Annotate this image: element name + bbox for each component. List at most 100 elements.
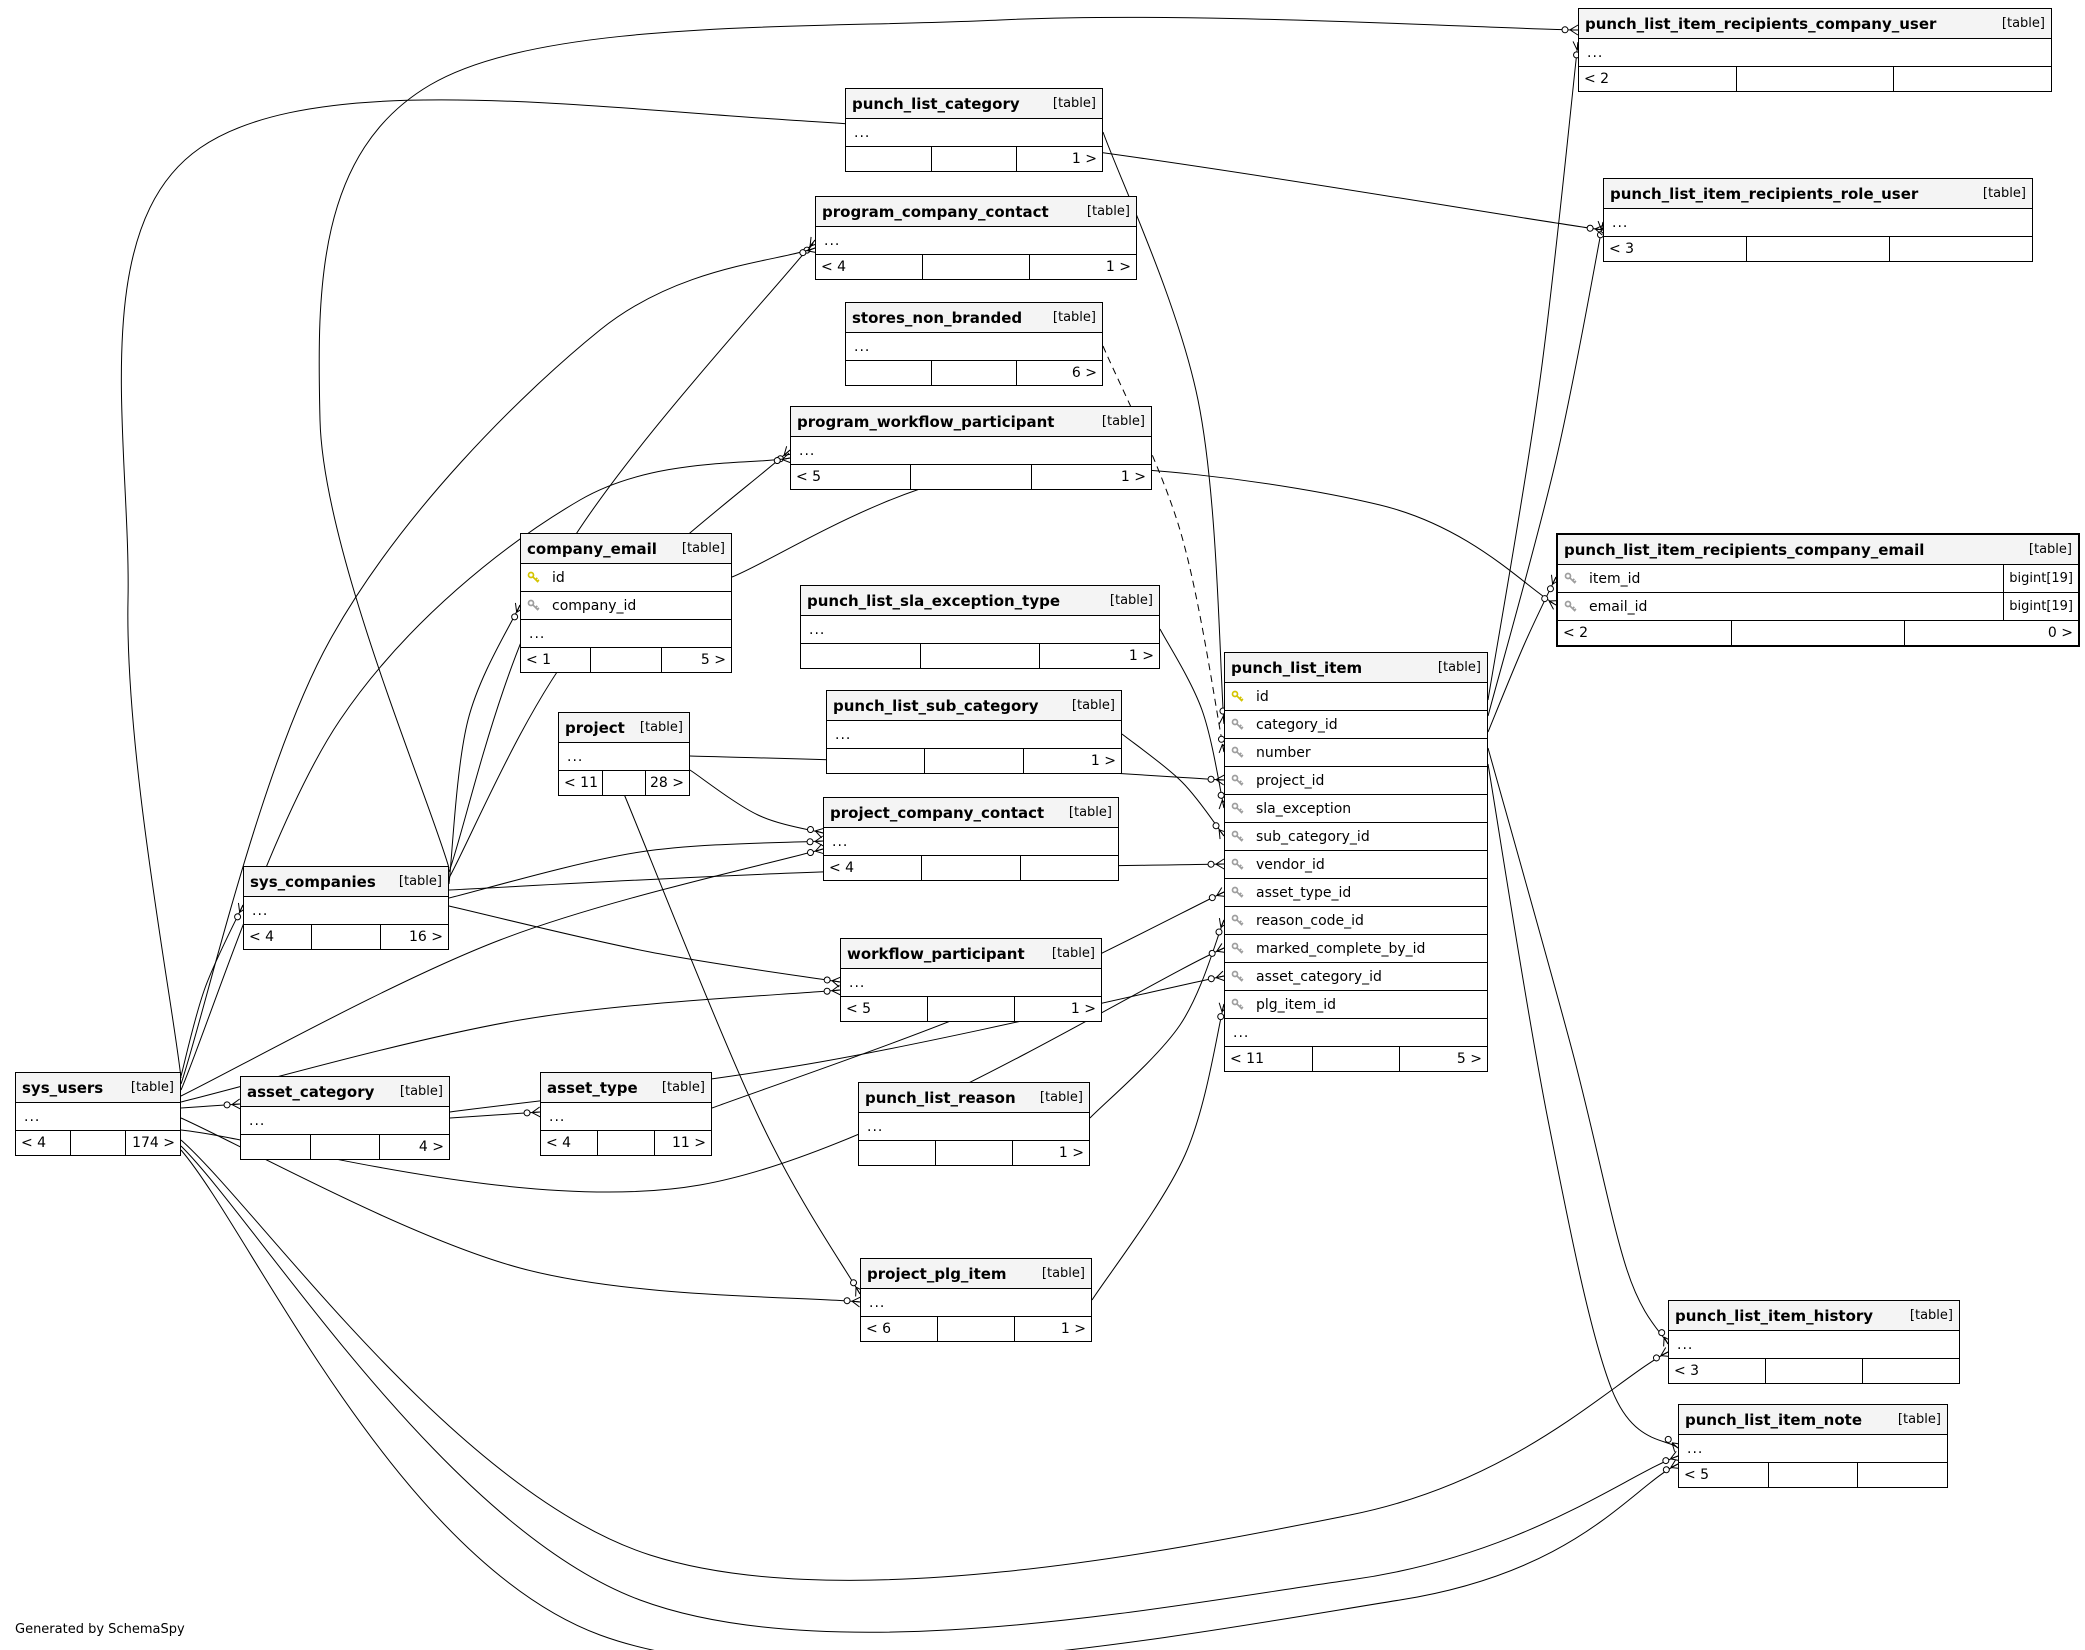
table-name[interactable]: punch_list_item_recipients_company_email (1564, 540, 1925, 559)
row-more-columns: ... (559, 743, 689, 771)
relationship-sys_users-to-asset_category (180, 1098, 241, 1110)
table-name[interactable]: program_workflow_participant (797, 412, 1055, 431)
table-header: punch_list_item[table] (1225, 653, 1487, 683)
table-tag: [table] (1051, 946, 1095, 961)
footer-right-cell: 11 > (654, 1131, 711, 1155)
footer-middle-cell (924, 749, 1022, 773)
table-name[interactable]: punch_list_category (852, 94, 1020, 113)
row-column-vendor_id: vendor_id (1225, 851, 1487, 879)
table-tag: [table] (2001, 16, 2045, 31)
relationship-project_plg_item-to-punch_list_item-plg_item_id (1091, 1002, 1230, 1301)
footer-left-cell (846, 147, 931, 171)
ellipsis-text: ... (824, 232, 841, 249)
table-header: project_plg_item [table] (861, 1259, 1091, 1289)
footer-right-cell (1889, 237, 2032, 261)
table-name[interactable]: punch_list_item_recipients_company_user (1585, 14, 1937, 33)
table-program_workflow_participant: program_workflow_participant[table]...< … (790, 406, 1152, 490)
ellipsis-text: ... (24, 1108, 41, 1125)
row-column-category_id: category_id (1225, 711, 1487, 739)
table-punch_list_item_recipients_company_user: punch_list_item_recipients_company_user [… (1578, 8, 2052, 92)
column-type: bigint[19] (2003, 593, 2078, 620)
footer-middle-cell (311, 925, 379, 949)
relationship-punch_list_sla_exception_type-to-punch_list_item-sla_exception (1159, 628, 1230, 810)
relationship-sys_companies-to-project_company_contact (448, 835, 824, 899)
table-name[interactable]: punch_list_item_history (1675, 1306, 1874, 1325)
table-name[interactable]: punch_list_sub_category (833, 696, 1039, 715)
table-header: sys_companies[table] (244, 867, 448, 897)
relationship-punch_list_item-to-punch_list_item_history (1487, 747, 1673, 1347)
row-column-asset_category_id: asset_category_id (1225, 963, 1487, 991)
table-name[interactable]: punch_list_item_recipients_role_user (1610, 184, 1919, 203)
table-header: company_email[table] (521, 534, 731, 564)
row-more-columns: ... (1669, 1331, 1959, 1359)
row-more-columns: ... (1604, 209, 2032, 237)
table-name[interactable]: sys_companies (250, 872, 376, 891)
relationship-sys_users-to-punch_list_item_note (180, 1145, 1680, 1633)
footer-right-cell: 1 > (1029, 255, 1136, 279)
relationship-sys_users-to-punch_list_item_history (180, 1139, 1671, 1581)
column-name: plg_item_id (1256, 996, 1337, 1013)
relationship-sys_users-to-punch_list_item_recipients_role_user (120, 99, 1604, 1079)
footer-middle-cell (597, 1131, 654, 1155)
footer-middle-cell (922, 255, 1029, 279)
table-project_company_contact: project_company_contact[table]...< 4 (823, 797, 1119, 881)
ellipsis-text: ... (1677, 1336, 1694, 1353)
footer-middle-cell (930, 361, 1017, 385)
column-name: asset_category_id (1256, 968, 1382, 985)
table-name[interactable]: punch_list_reason (865, 1088, 1016, 1107)
column-name: id (552, 569, 565, 586)
relationship-sys_users-to-project_company_contact (180, 843, 825, 1097)
ellipsis-text: ... (869, 1294, 886, 1311)
table-name[interactable]: project_company_contact (830, 803, 1045, 822)
footer-right-cell: 174 > (125, 1131, 180, 1155)
table-header: punch_list_item_recipients_role_user[tab… (1604, 179, 2032, 209)
footer-right-cell: 1 > (1022, 749, 1121, 773)
relationship-punch_list_item-to-punch_list_item_recipients_role_user (1487, 220, 1609, 717)
ellipsis-text: ... (799, 442, 816, 459)
table-name[interactable]: punch_list_item_note (1685, 1410, 1862, 1429)
table-footer: < 2 (1579, 67, 2051, 91)
table-tag: [table] (1109, 593, 1153, 608)
table-name[interactable]: stores_non_branded (852, 308, 1023, 327)
relationship-sys_users-to-program_workflow_participant (180, 452, 792, 1091)
table-name[interactable]: program_company_contact (822, 202, 1049, 221)
column-name: sub_category_id (1256, 828, 1370, 845)
table-name[interactable]: project_plg_item (867, 1264, 1007, 1283)
footer-left-cell: < 1 (526, 652, 552, 668)
row-column-number: number (1225, 739, 1487, 767)
table-footer: < 3 (1604, 237, 2032, 261)
table-name[interactable]: punch_list_sla_exception_type (807, 591, 1061, 610)
table-name[interactable]: asset_category (247, 1082, 375, 1101)
table-name[interactable]: asset_type (547, 1078, 638, 1097)
foreign-key-icon (1231, 718, 1248, 732)
table-name[interactable]: project (565, 718, 625, 737)
table-punch_list_item_history: punch_list_item_history[table]...< 3 (1668, 1300, 1960, 1384)
row-more-columns: ... (801, 616, 1159, 644)
relationship-stores_non_branded-to-punch_list_item-number (1102, 345, 1230, 754)
relationship-punch_list_item-to-punch_list_item_note (1487, 763, 1682, 1452)
table-tag: [table] (1086, 204, 1130, 219)
table-name[interactable]: punch_list_item (1231, 658, 1363, 677)
table-name[interactable]: sys_users (22, 1078, 104, 1097)
row-more-columns: ... (241, 1107, 449, 1135)
table-tag: [table] (130, 1080, 174, 1095)
table-header: punch_list_sla_exception_type [table] (801, 586, 1159, 616)
column-name: category_id (1256, 716, 1338, 733)
table-footer: < 5 (1679, 1463, 1947, 1487)
relationship-sys_companies-to-punch_list_item_recipients_company_user (318, 16, 1579, 869)
table-tag: [table] (1041, 1266, 1085, 1281)
footer-right-cell (1857, 1463, 1947, 1487)
table-name[interactable]: workflow_participant (847, 944, 1025, 963)
footer-right-cell: 16 > (379, 925, 448, 949)
row-more-columns: ... (1579, 39, 2051, 67)
relationship-asset_category-to-asset_type (449, 1106, 541, 1119)
table-tag: [table] (2028, 542, 2072, 557)
footer-right-cell: 0 > (1904, 621, 2078, 645)
footer-left-cell (827, 749, 924, 773)
table-name[interactable]: company_email (527, 539, 657, 558)
